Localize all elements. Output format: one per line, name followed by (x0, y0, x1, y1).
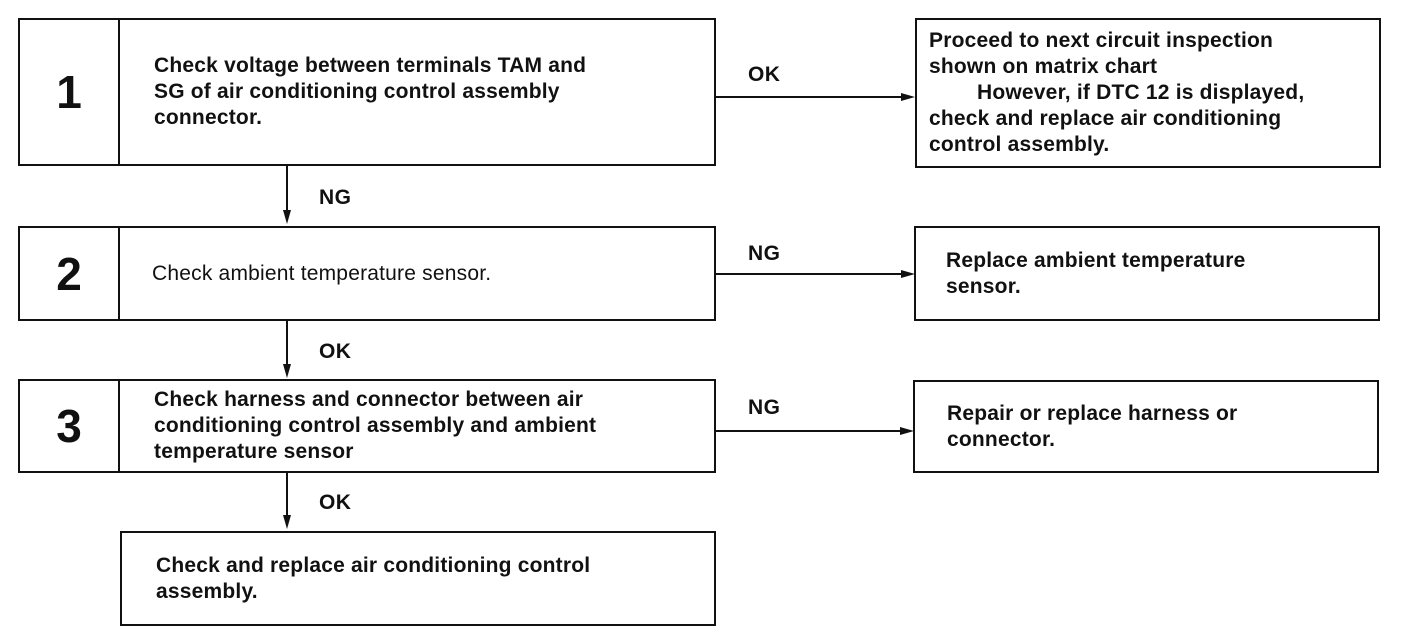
step-2-box: 2 Check ambient temperature sensor. (18, 226, 716, 321)
arrow-3-down (283, 515, 291, 529)
step-3-box: 3 Check harness and connector between ai… (18, 379, 716, 473)
step-2-number: 2 (20, 228, 120, 319)
result-1-line-4: check and replace air conditioning (929, 107, 1282, 130)
result-1-box: Proceed to next circuit inspection shown… (915, 18, 1381, 168)
step-3-line-3: temperature sensor (154, 440, 354, 463)
connector-3-right (716, 430, 902, 432)
label-step2-ok: OK (319, 340, 352, 363)
step-1-box: 1 Check voltage between terminals TAM an… (18, 18, 716, 166)
step-1-text: Check voltage between terminals TAM and … (120, 20, 714, 164)
step-2-line-1: Check ambient temperature sensor. (152, 261, 492, 285)
arrow-1-down (283, 210, 291, 224)
result-1-line-3: However, if DTC 12 is displayed, (977, 81, 1305, 104)
step-3-line-1: Check harness and connector between air (154, 388, 584, 411)
step-2-text: Check ambient temperature sensor. (120, 228, 714, 319)
connector-1-down (286, 166, 288, 211)
step-1-number: 1 (20, 20, 120, 164)
label-step1-ng: NG (319, 186, 352, 209)
label-step2-ng: NG (748, 242, 781, 265)
result-1-line-1: Proceed to next circuit inspection (929, 29, 1274, 52)
connector-2-right (716, 273, 902, 275)
final-line-2: assembly. (156, 579, 258, 603)
label-step1-ok: OK (748, 63, 781, 86)
result-2-line-1: Replace ambient temperature (946, 248, 1246, 272)
connector-2-down (286, 321, 288, 365)
result-3-line-1: Repair or replace harness or (947, 401, 1238, 425)
step-1-line-1: Check voltage between terminals TAM and (154, 54, 587, 77)
result-2-box: Replace ambient temperature sensor. (914, 226, 1380, 321)
final-box: Check and replace air conditioning contr… (120, 531, 716, 626)
connector-1-right (716, 96, 902, 98)
result-3-line-2: connector. (947, 427, 1056, 451)
label-step3-ng: NG (748, 396, 781, 419)
step-3-number: 3 (20, 381, 120, 471)
result-3-box: Repair or replace harness or connector. (913, 380, 1379, 473)
arrow-3-right (900, 427, 914, 435)
arrow-2-right (901, 270, 915, 278)
step-3-line-2: conditioning control assembly and ambien… (154, 414, 597, 437)
result-1-line-2: shown on matrix chart (929, 55, 1158, 78)
step-1-line-3: connector. (154, 106, 263, 129)
label-step3-ok: OK (319, 491, 352, 514)
step-1-line-2: SG of air conditioning control assembly (154, 80, 560, 103)
final-line-1: Check and replace air conditioning contr… (156, 553, 591, 577)
result-2-line-2: sensor. (946, 274, 1021, 298)
result-1-line-5: control assembly. (929, 133, 1110, 156)
connector-3-down (286, 473, 288, 516)
arrow-2-down (283, 364, 291, 378)
step-3-text: Check harness and connector between air … (120, 381, 714, 471)
arrow-1-right (901, 93, 915, 101)
